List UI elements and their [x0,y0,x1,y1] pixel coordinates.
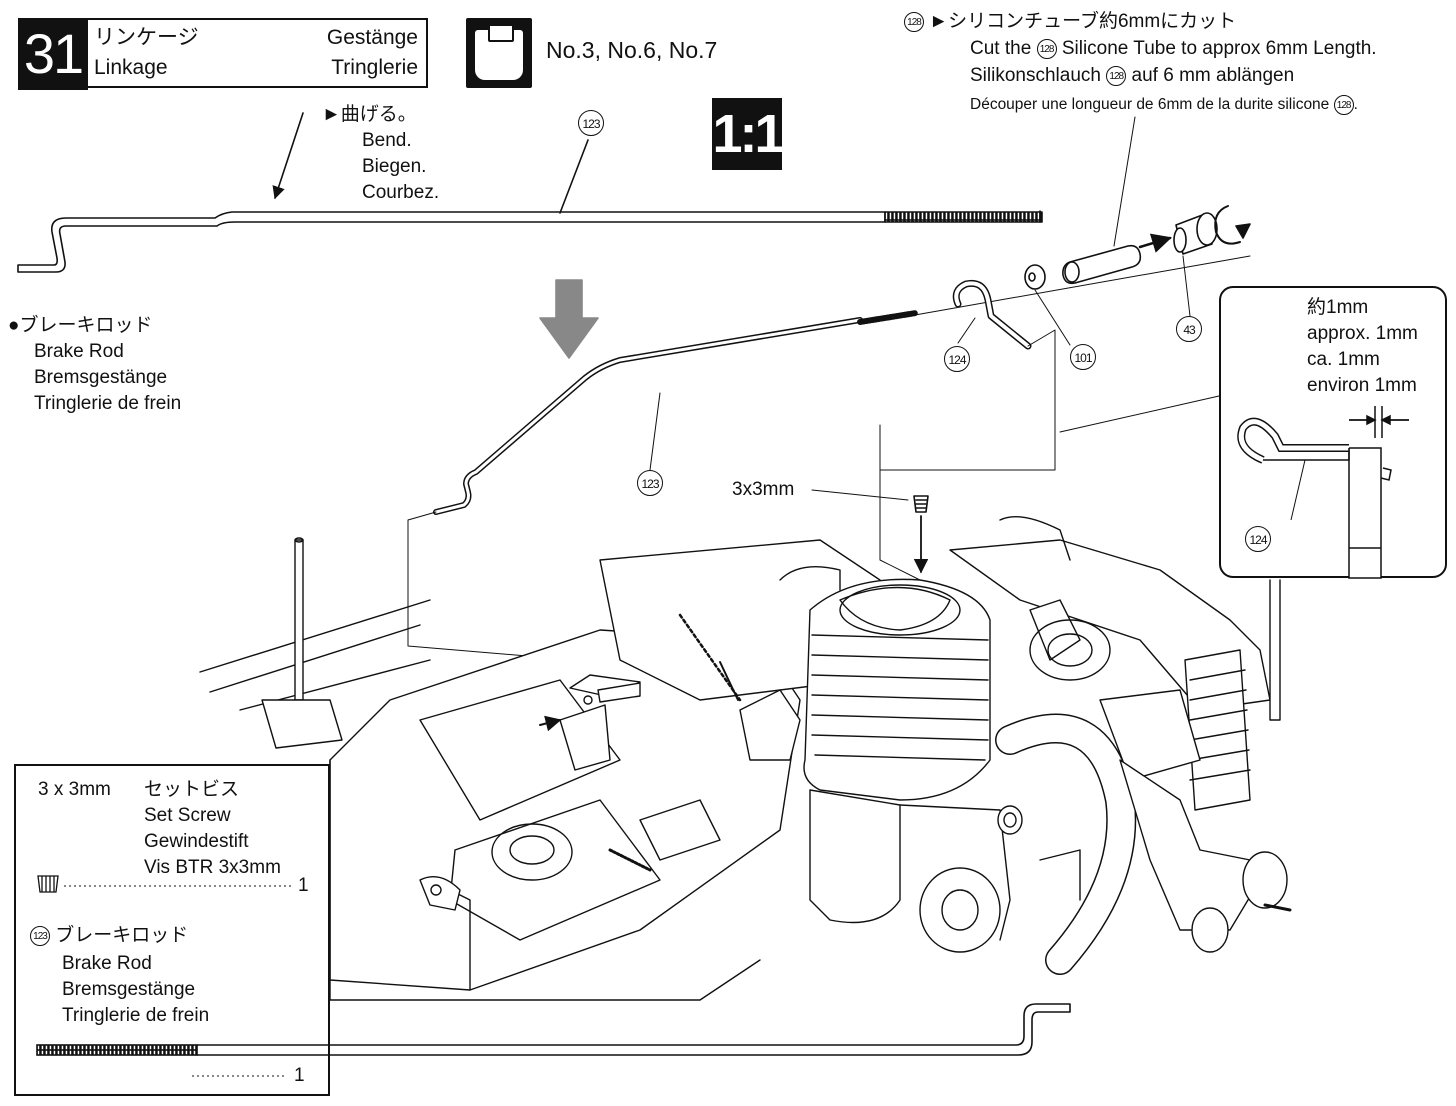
part-128-badge: 128 [1333,94,1354,115]
parts-list-box: 3 x 3mm セットビス Set Screw Gewindestift Vis… [14,764,330,1096]
detail-fr: environ 1mm [1307,375,1417,396]
silicone-note-en: Cut the 128 Silicone Tube to approx 6mm … [970,38,1377,59]
detail-de: ca. 1mm [1307,349,1380,370]
parts-list-drawing [37,875,292,1077]
detail-en: approx. 1mm [1307,323,1418,344]
hook-part-124 [952,279,1032,350]
part-128-badge: 128 [1106,65,1127,86]
brake-rod-top [17,112,1043,273]
brake-rod-de: Bremsgestänge [34,367,168,388]
scale-badge: 1:1 [712,98,785,170]
set-screw-part [811,489,929,574]
part-128-badge: 128 [904,11,924,32]
brake-rod-ja: ●ブレーキロッド [8,315,153,336]
rod-de: Bremsgestänge [62,979,196,1000]
down-arrow-icon [539,279,599,359]
screw-ja: セットビス [144,779,240,800]
title-ja: リンケージ [94,26,199,49]
step-number: 31 [18,18,88,90]
screw-fr: Vis BTR 3x3mm [144,857,281,878]
rod-ja-row: 123 ブレーキロッド [30,924,188,948]
rod-en: Brake Rod [62,953,152,974]
screw-size: 3 x 3mm [38,779,111,800]
rod-fr: Tringlerie de frein [62,1005,210,1026]
silicone-note-ja: 128 ►シリコンチューブ約6mmにカット [904,10,1236,34]
callout-43: 43 [1176,316,1202,342]
screw-de: Gewindestift [144,831,249,852]
screw-en: Set Screw [144,805,231,826]
bend-note-ja: ►曲げる。 [322,104,417,125]
brake-rod-en: Brake Rod [34,341,124,362]
detail-drawing [1237,406,1409,579]
silicone-note-fr: Découper une longueur de 6mm de la durit… [970,94,1358,115]
parts-bag-icon [466,18,532,88]
title-de: Gestänge [326,26,418,49]
rod-end-parts [914,116,1251,346]
callout-101: 101 [1070,344,1096,370]
silicone-note-ja-text: ►シリコンチューブ約6mmにカット [929,11,1237,32]
title-en: Linkage [94,56,168,79]
detail-ja: 約1mm [1307,297,1369,318]
detail-callout-124: 124 [1245,526,1271,552]
step-title-box: リンケージ Linkage Gestänge Tringlerie [88,18,428,88]
callout-123-top: 123 [578,110,604,136]
part-128-badge: 128 [1036,38,1057,59]
bend-note-de: Biegen. [362,156,427,177]
title-fr: Tringlerie [331,56,418,79]
silicone-note-de: Silikonschlauch 128 auf 6 mm ablängen [970,65,1295,86]
rod-ja: ブレーキロッド [55,925,189,946]
screw-size-label: 3x3mm [732,479,795,500]
bag-label: No.3, No.6, No.7 [546,37,718,63]
bend-note-fr: Courbez. [362,182,440,203]
rod-qty: 1 [294,1065,305,1086]
brake-rod-fr: Tringlerie de frein [34,393,182,414]
part-123-badge: 123 [30,925,50,946]
callout-123-mid: 123 [637,470,663,496]
callout-124: 124 [944,346,970,372]
bend-note-en: Bend. [362,130,412,151]
screw-qty: 1 [298,875,309,896]
chassis-line-art [199,515,1292,1001]
detail-inset: 約1mm approx. 1mm ca. 1mm environ 1mm 124 [1219,286,1447,579]
